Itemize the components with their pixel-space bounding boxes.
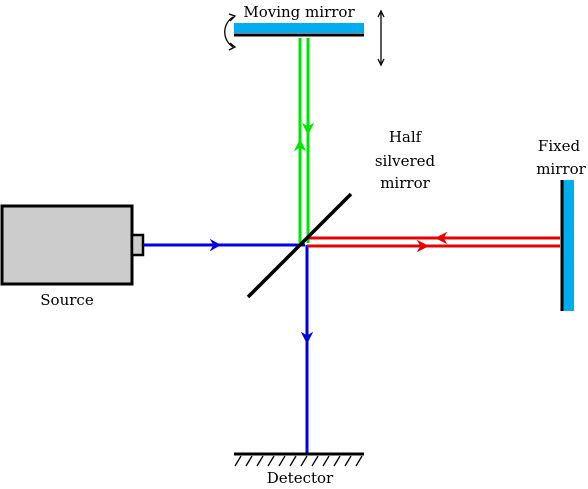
detector bbox=[234, 452, 364, 467]
source-nozzle bbox=[130, 233, 145, 257]
arrow-up-icon bbox=[293, 138, 307, 152]
source-body bbox=[0, 204, 134, 286]
moving-mirror bbox=[234, 23, 364, 37]
fixed-mirror bbox=[560, 180, 574, 311]
detector-label: Detector bbox=[267, 469, 334, 484]
source bbox=[0, 204, 145, 286]
arrow-down-icon bbox=[301, 122, 315, 136]
fixed-mirror-surface bbox=[563, 180, 574, 311]
fixed-mirror-label-line2: mirror bbox=[536, 160, 586, 178]
moving-mirror-label: Moving mirror bbox=[243, 3, 355, 21]
arrow-right-icon bbox=[209, 238, 222, 252]
half-silvered-mirror-label-line3: mirror bbox=[380, 174, 430, 192]
fixed-mirror-label-line1: Fixed bbox=[538, 137, 581, 155]
arrow-right-icon bbox=[416, 239, 430, 253]
arrow-down-icon bbox=[300, 331, 314, 345]
source-beam bbox=[143, 238, 314, 454]
half-silvered-mirror bbox=[246, 192, 353, 299]
arrow-left-icon bbox=[434, 231, 448, 245]
fixed-arm-beam bbox=[307, 231, 560, 253]
translation-arrow-icon bbox=[377, 9, 385, 67]
moving-arm-beam bbox=[293, 38, 315, 243]
source-label: Source bbox=[40, 291, 94, 309]
tilt-arrow-icon bbox=[224, 13, 237, 51]
half-silvered-mirror-label-line2: silvered bbox=[375, 152, 436, 170]
moving-mirror-surface bbox=[234, 23, 364, 33]
half-silvered-mirror-label-line1: Half bbox=[389, 128, 423, 146]
